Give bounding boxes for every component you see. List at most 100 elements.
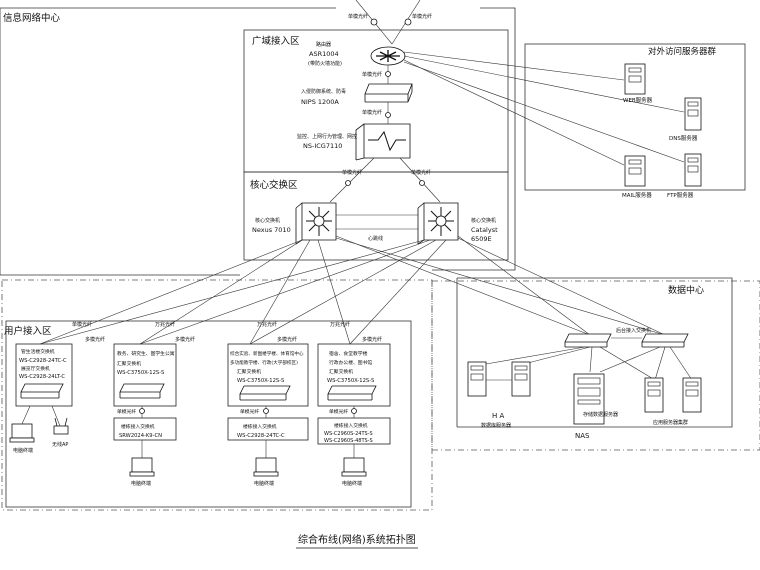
router-label: 路由器: [316, 41, 331, 48]
g3-line4: WS-C3750X-12S-S: [237, 378, 284, 384]
g2-access1: 楼栋接入交换机: [121, 423, 155, 430]
server-web-label: WEB服务器: [623, 96, 653, 104]
zone-label-external-servers: 对外访问服务器群: [648, 46, 717, 57]
app-server-cluster: 应用服务器集群: [644, 377, 702, 426]
server-dns-label: DNS服务器: [669, 134, 698, 142]
server-tower-icon: [682, 377, 702, 413]
nas-storage: 存储数据服务器 NAS: [573, 373, 618, 440]
zone-label-data-center: 数据中心: [668, 284, 704, 296]
control-label: 监控、上网行为管理、网控: [297, 133, 357, 140]
server-ftp: FTP服务器: [667, 153, 702, 199]
pc-terminal-icon: [255, 457, 277, 473]
g3-pc-label: 电脑终端: [254, 480, 274, 487]
aggregation-switch-icon: [327, 385, 377, 395]
pc-terminal-icon: [131, 457, 153, 473]
g1-line4: WS-C2928-24LT-C: [19, 374, 65, 380]
zone-info-center: 信息网络中心: [0, 7, 516, 276]
g1-pc-label: 电脑终端: [13, 447, 33, 454]
ha-sub-label: 数据库服务器: [481, 422, 511, 429]
zone-data-center: 数据中心: [431, 277, 760, 451]
g2-fiber: 单模光纤: [117, 408, 136, 415]
router-model: ASR1004: [309, 50, 339, 58]
ips-model: NIPS 1200A: [301, 98, 339, 106]
uplink-label-left: 单模光纤: [348, 13, 368, 20]
user-group-1: 管生活楼交换机 WS-C2928-24TC-C 展览厅交换机 WS-C2928-…: [9, 343, 73, 454]
g4-access1: 楼栋接入交换机: [334, 422, 368, 429]
g3-access2: WS-C2928-24TC-C: [237, 433, 285, 439]
zone-user-access: 用户接入区: [1, 279, 433, 511]
control-ns-icg7110: 监控、上网行为管理、网控 NS-ICG7110: [297, 123, 411, 161]
g4-line4: WS-C3750X-12S-S: [327, 378, 374, 384]
pc-terminal-icon: [11, 423, 33, 439]
g3-fiber: 单模光纤: [240, 408, 259, 415]
core-fiber-label-left: 单模光纤: [342, 169, 362, 176]
backend-switch-icon: [641, 333, 689, 343]
core-fiber-label-right: 单模光纤: [411, 169, 431, 176]
g4-line1: 宿舍、食堂教学楼: [329, 350, 368, 357]
uplink-label-right: 单模光纤: [412, 13, 432, 20]
server-ftp-label: FTP服务器: [667, 191, 694, 199]
user-fiber-label: 万兆光纤: [155, 321, 175, 328]
server-links: [403, 51, 685, 166]
zone-core: 核心交换区: [243, 171, 509, 261]
wan-uplinks: 单模光纤 单模光纤: [348, 0, 432, 45]
fiber-module-icon: [385, 112, 391, 118]
router-note: (带防火墙功能): [308, 60, 342, 67]
wan-fiber-label-1: 单模光纤: [362, 71, 382, 78]
user-fiber-label: 多模光纤: [85, 336, 105, 343]
server-tower-icon: [467, 361, 487, 397]
server-mail: MAIL服务器: [622, 155, 652, 199]
server-tower-icon: [684, 97, 702, 131]
zone-label-wan-access: 广域接入区: [252, 35, 300, 47]
user-fiber-label: 万兆光纤: [330, 321, 350, 328]
g2-pc-label: 电脑终端: [131, 480, 151, 487]
fiber-module-icon: [419, 180, 425, 186]
datacenter-switches: 后台接入交换机: [479, 327, 693, 381]
fiber-module-icon: [370, 18, 378, 26]
ha-database-servers: H A 数据库服务器: [467, 361, 531, 429]
access-switch-icon: [20, 383, 64, 393]
user-fiber-label: 多模光纤: [362, 336, 382, 343]
ips-nips1200a: 入侵防御系统、防毒 NIPS 1200A: [301, 83, 413, 106]
user-fiber-label: 多模光纤: [175, 336, 195, 343]
user-fiber-label: 万兆光纤: [257, 321, 277, 328]
core-switch-right: 核心交换机 Catalyst 6509E: [417, 202, 498, 245]
ips-label: 入侵防御系统、防毒: [301, 88, 346, 95]
g2-line3: WS-C3750X-12S-S: [117, 370, 164, 376]
ips-appliance-icon: [364, 83, 413, 95]
wan-fiber-label-2: 单模光纤: [362, 109, 382, 116]
g2-line2: 汇聚交换机: [117, 360, 141, 367]
g2-line1: 教务、研究生、图学生公寓: [117, 350, 175, 357]
backend-switch-icon: [564, 333, 612, 343]
server-tower-icon: [511, 361, 531, 397]
nas-note: 存储数据服务器: [583, 411, 618, 418]
g3-access1: 楼栋接入交换机: [243, 423, 277, 430]
user-group-3: 综合实验、新图楼学楼、体育馆中心 多功能教学楼、行政(大学部校区) 汇聚交换机 …: [227, 343, 309, 487]
fiber-module-icon: [345, 180, 351, 186]
core-switch-left: 核心交换机 Nexus 7010: [252, 202, 337, 245]
fiber-module-icon: [263, 408, 269, 414]
g3-line2: 多功能教学楼、行政(大学部校区): [230, 359, 298, 366]
core-right-model-1: Catalyst: [471, 226, 498, 234]
control-model: NS-ICG7110: [303, 142, 342, 150]
heartbeat-label: 心跳线: [368, 235, 383, 242]
server-tower-icon: [644, 377, 664, 413]
backend-switch-label: 后台接入交换机: [616, 327, 651, 334]
g4-line2: 行政办公楼、图书馆: [329, 359, 372, 366]
g1-line2: WS-C2928-24TC-C: [19, 358, 67, 364]
server-tower-icon: [684, 153, 702, 187]
zone-label-user-access: 用户接入区: [4, 325, 52, 337]
server-mail-label: MAIL服务器: [622, 191, 652, 199]
g4-pc-label: 电脑终端: [342, 480, 362, 487]
zone-label-core: 核心交换区: [250, 179, 298, 191]
distribution-links: [39, 235, 666, 345]
g4-fiber: 单模光纤: [329, 408, 348, 415]
aggregation-switch-icon: [119, 383, 165, 393]
wireless-ap-icon: [53, 425, 69, 435]
server-tower-icon: [624, 63, 646, 95]
user-fiber-label: 单模光纤: [72, 321, 92, 328]
fiber-module-icon: [404, 18, 412, 26]
zone-external-servers: 对外访问服务器群: [524, 43, 746, 191]
aggregation-switch-icon: [239, 385, 291, 395]
